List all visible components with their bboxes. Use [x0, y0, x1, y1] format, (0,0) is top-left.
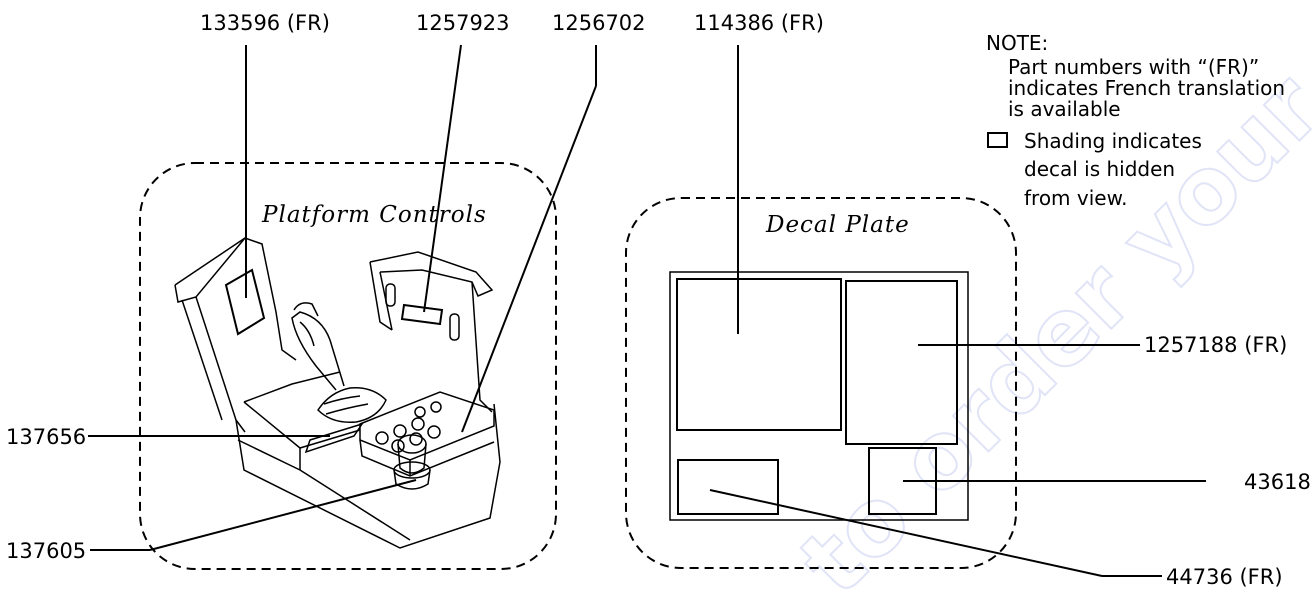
legend-line-3: from view. [1024, 186, 1127, 210]
callout-137605: 137605 [6, 539, 86, 563]
callout-43618: 43618 [1244, 470, 1311, 494]
decal-1257188-outline [845, 280, 958, 445]
callout-114386: 114386 (FR) [694, 11, 824, 35]
callout-1256702: 1256702 [552, 11, 646, 35]
platform-controls-boundary [139, 162, 557, 570]
callout-1257188: 1257188 (FR) [1144, 333, 1287, 357]
callout-137656: 137656 [6, 425, 86, 449]
decal-114386-outline [676, 278, 842, 431]
platform-control-box-drawing [174, 237, 501, 549]
note-line-3: is available [1008, 97, 1121, 121]
callout-133596: 133596 (FR) [200, 11, 330, 35]
note-line-2: indicates French translation [1008, 76, 1285, 100]
note-block: NOTE: Part numbers with “(FR)” indicates… [986, 31, 1285, 210]
decal-plate-outline [669, 271, 969, 521]
callout-1257923: 1257923 [416, 11, 510, 35]
leader-lines [88, 44, 1206, 577]
decal-plate-boundary [625, 197, 1017, 569]
decal-44736-outline [677, 459, 779, 515]
note-line-1: Part numbers with “(FR)” [1008, 55, 1259, 79]
shading-legend-swatch [987, 132, 1008, 148]
legend-line-1: Shading indicates [1024, 129, 1202, 153]
note-title: NOTE: [986, 31, 1048, 55]
legend-line-2: decal is hidden [1024, 157, 1175, 181]
decal-plate-label: Decal Plate [765, 212, 910, 238]
callout-44736: 44736 (FR) [1166, 565, 1283, 589]
decal-133596-outline [224, 268, 266, 336]
decal-1257923-outline [400, 303, 444, 326]
platform-controls-label: Platform Controls [261, 202, 487, 228]
